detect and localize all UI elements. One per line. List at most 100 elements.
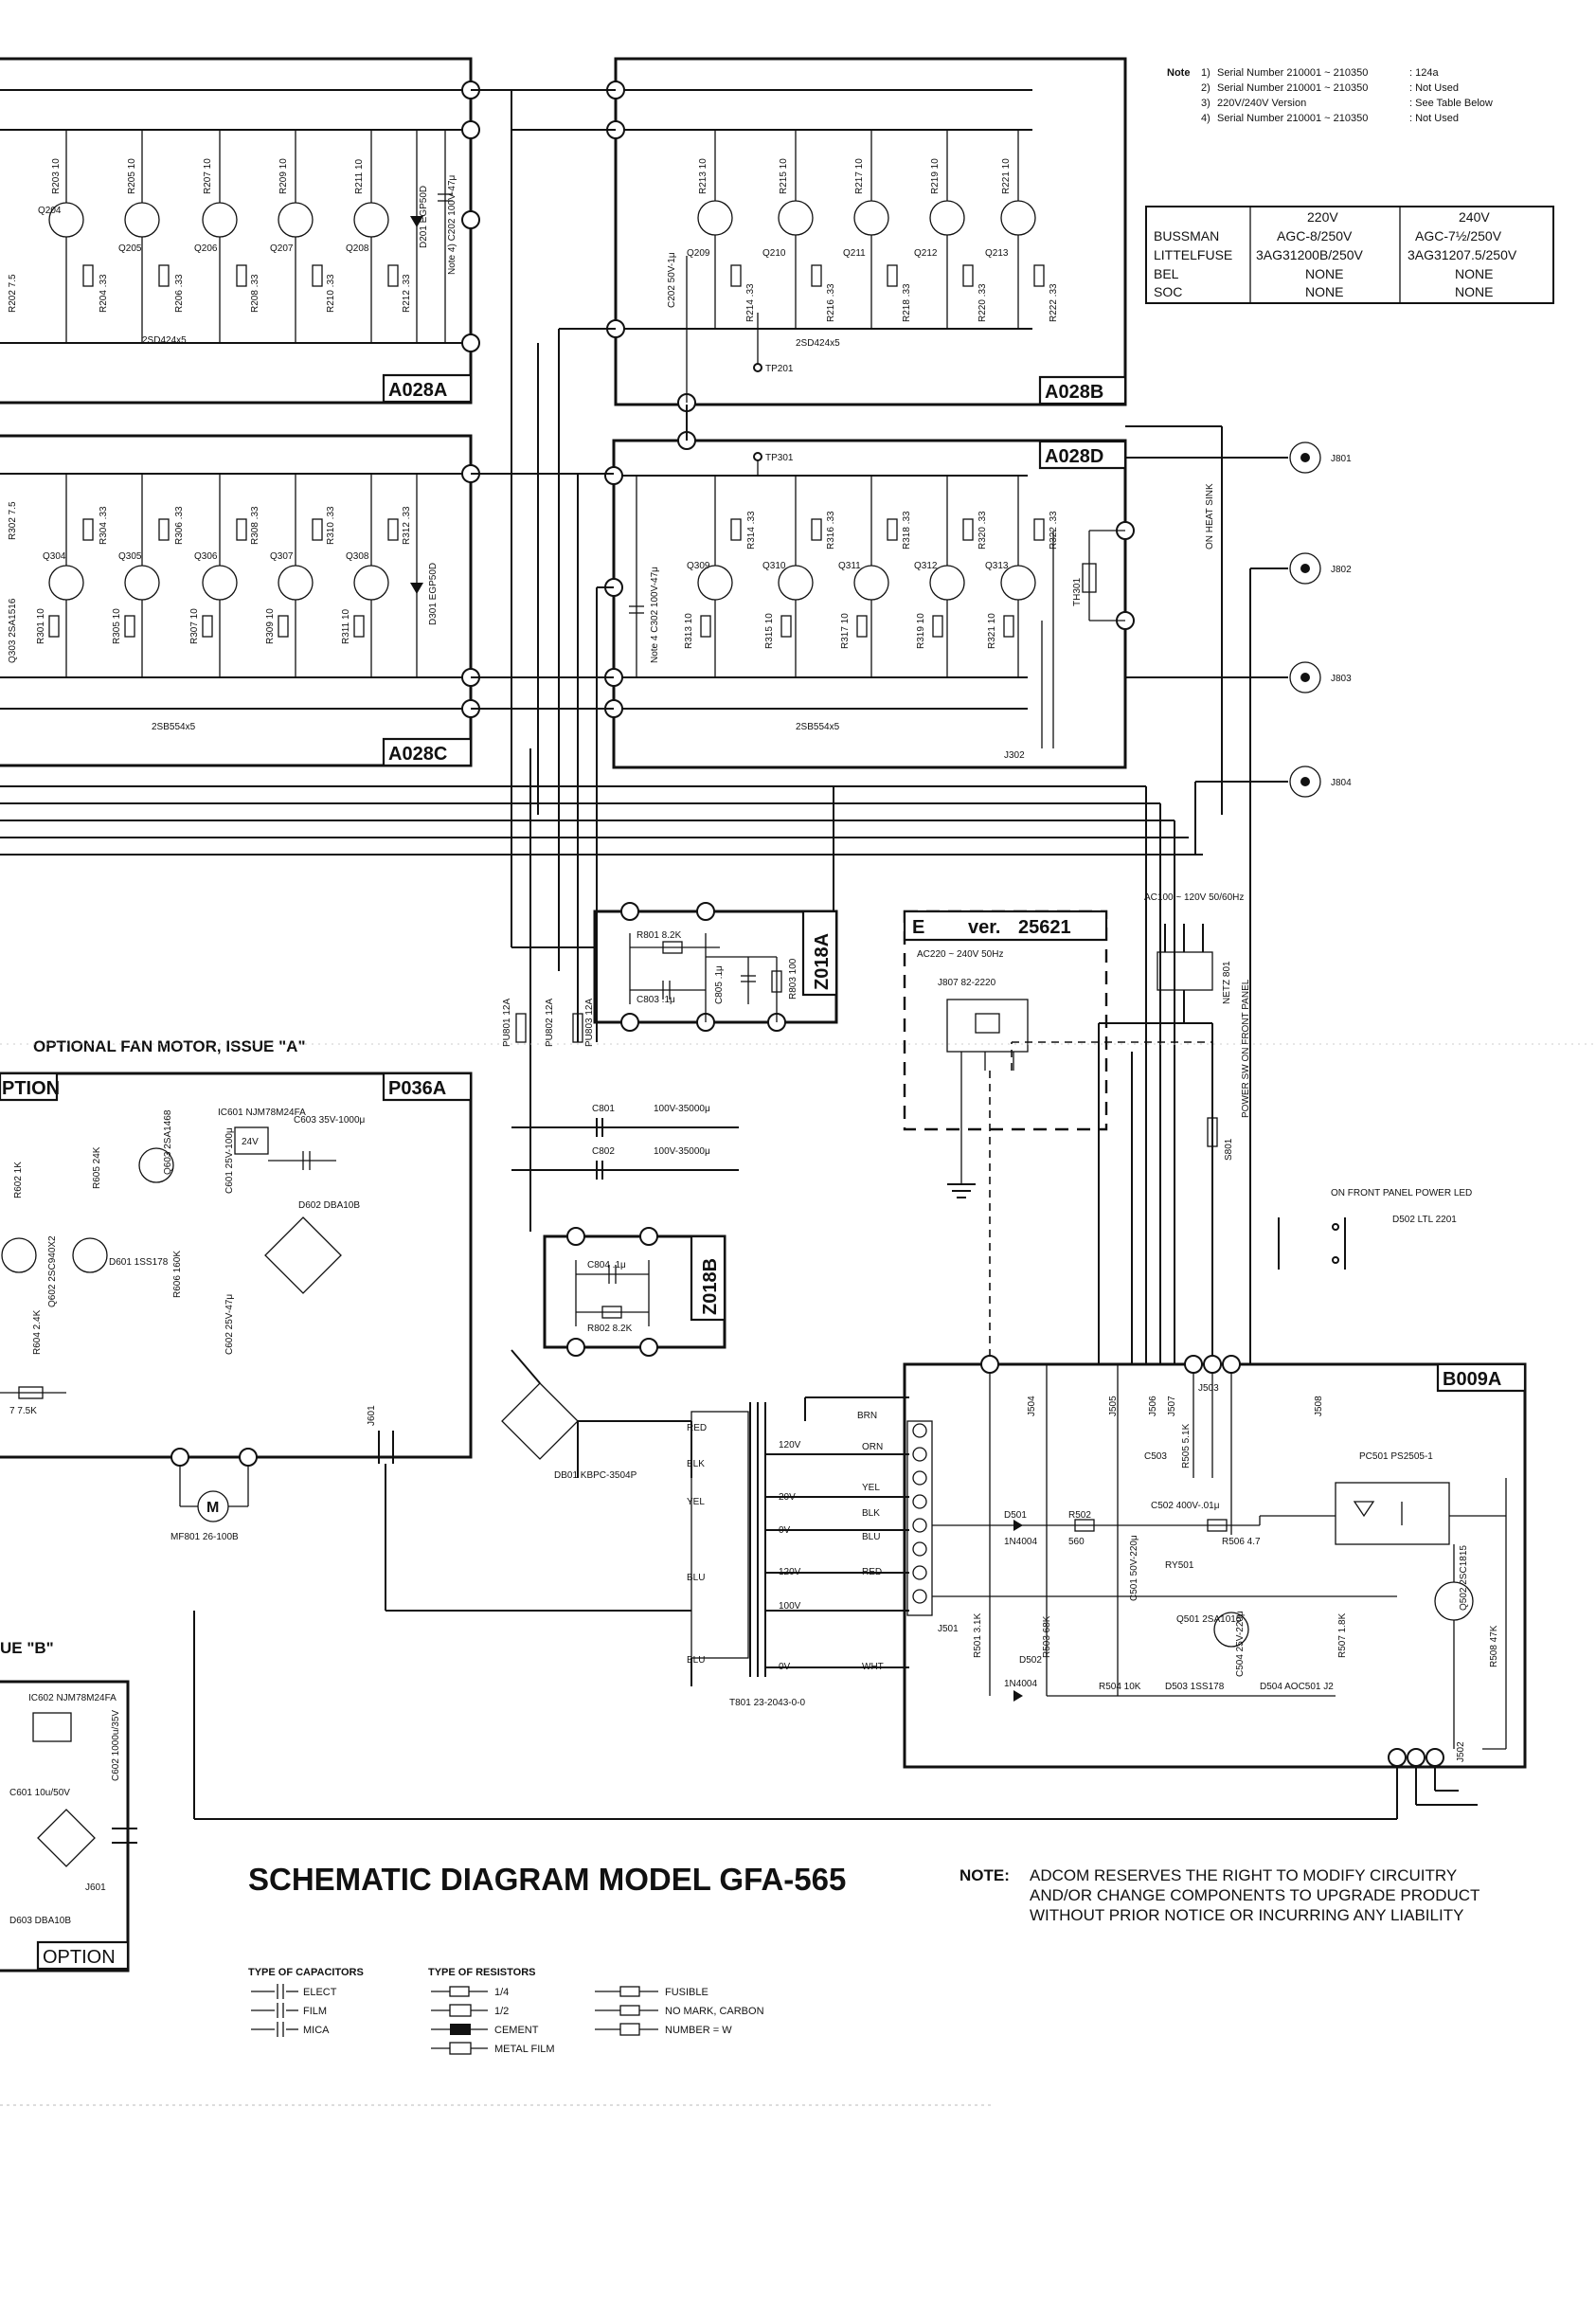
label: 560 xyxy=(1068,1537,1085,1547)
note-value: : 124a xyxy=(1409,67,1439,79)
label: J505 xyxy=(1108,1396,1119,1416)
label: BLU xyxy=(862,1532,880,1542)
label: D601 1SS178 xyxy=(109,1257,169,1268)
board-label-p036a: P036A xyxy=(388,1078,446,1099)
table-cell: NONE xyxy=(1455,284,1493,299)
label: D602 DBA10B xyxy=(298,1200,360,1211)
label: C805 .1μ xyxy=(714,965,725,1004)
label: R310 .33 xyxy=(326,506,336,545)
label: TP301 xyxy=(765,453,794,463)
label: BRN xyxy=(857,1411,877,1421)
board-a028c: Q304 Q305 Q306 Q307 Q308 Q303 2SA1516 R3… xyxy=(0,434,480,767)
label: R307 10 xyxy=(189,608,200,644)
label: C601 10u/50V xyxy=(9,1788,70,1798)
label: Q307 xyxy=(270,551,294,562)
label: Q313 xyxy=(985,561,1009,571)
label: Q204 xyxy=(38,206,62,216)
label: POWER SW ON FRONT PANEL xyxy=(1241,979,1251,1118)
table-cell: LITTELFUSE xyxy=(1154,247,1232,262)
table-header: 220V xyxy=(1307,209,1338,225)
label: BLK xyxy=(687,1459,705,1469)
note-text: Serial Number 210001 ~ 210350 xyxy=(1217,113,1368,124)
label: J506 xyxy=(1148,1396,1158,1416)
fan-motor-symbol: M xyxy=(206,1500,219,1516)
legend-item: NO MARK, CARBON xyxy=(665,2006,764,2017)
note-label: NOTE: xyxy=(959,1866,1010,1884)
jack-label: J802 xyxy=(1331,565,1352,575)
label: PC501 PS2505-1 xyxy=(1359,1451,1433,1462)
label: Q211 xyxy=(843,248,866,259)
label: R304 .33 xyxy=(99,506,109,545)
note-value: : Not Used xyxy=(1409,82,1459,94)
table-cell: NONE xyxy=(1305,266,1343,281)
issue-b-title: UE "B" xyxy=(0,1639,54,1657)
notes-heading: Note xyxy=(1167,67,1190,79)
label: R210 .33 xyxy=(326,274,336,313)
label: R208 .33 xyxy=(250,274,260,313)
board-z018a: R801 8.2K C803 .1μ C805 .1μ R803 100 Z01… xyxy=(593,902,838,1032)
transistor-row-a028a xyxy=(48,130,453,343)
label: R508 47K xyxy=(1489,1625,1499,1667)
fan-title: OPTIONAL FAN MOTOR, ISSUE "A" xyxy=(33,1037,306,1055)
label: J503 xyxy=(1198,1383,1219,1394)
label: Q209 xyxy=(687,248,710,259)
label: R205 10 xyxy=(127,158,137,194)
label: R316 .33 xyxy=(826,511,836,549)
label: R801 8.2K xyxy=(637,930,682,941)
label: Q207 xyxy=(270,243,294,254)
label: RY501 xyxy=(1165,1560,1194,1571)
label: C602 1000u/35V xyxy=(111,1710,121,1781)
ac-label: AC100 ~ 120V 50/60Hz xyxy=(1144,892,1244,903)
label: Q502 2SC1815 xyxy=(1459,1545,1469,1611)
label: D301 EGP50D xyxy=(428,563,439,625)
fuse-table: 220V 240V BUSSMAN AGC-8/250V AGC-7½/250V… xyxy=(1145,206,1554,304)
label: R216 .33 xyxy=(826,283,836,322)
label: PU802 12A xyxy=(545,999,555,1047)
label: 2SB554x5 xyxy=(796,722,840,732)
label: C803 .1μ xyxy=(637,995,675,1005)
version-letter: E xyxy=(912,917,924,938)
label: R317 10 xyxy=(840,613,851,649)
label: J601 xyxy=(85,1883,106,1893)
table-header: 240V xyxy=(1459,209,1490,225)
label: Q206 xyxy=(194,243,218,254)
label: R504 10K xyxy=(1099,1682,1141,1692)
label: D201 EGP50D xyxy=(419,186,429,248)
label: Q212 xyxy=(914,248,938,259)
note-line: WITHOUT PRIOR NOTICE OR INCURRING ANY LI… xyxy=(1030,1906,1463,1924)
table-cell: AGC-8/250V xyxy=(1277,228,1353,243)
label: IC601 NJM78M24FA xyxy=(218,1108,306,1118)
label: RED xyxy=(687,1423,707,1433)
label: PU803 12A xyxy=(584,999,595,1047)
label: J504 xyxy=(1027,1396,1037,1416)
legend-item: 1/2 xyxy=(494,2006,509,2017)
table-cell: 3AG31200B/250V xyxy=(1256,247,1364,262)
board-label-z018b: Z018B xyxy=(700,1258,721,1315)
legend-cap-title: TYPE OF CAPACITORS xyxy=(248,1967,364,1978)
label: R202 7.5 xyxy=(8,274,18,313)
label: Q308 xyxy=(346,551,369,562)
label: R211 10 xyxy=(354,158,365,194)
legend-item: FUSIBLE xyxy=(665,1987,708,1998)
label: J507 xyxy=(1167,1396,1177,1416)
label: R606 160K xyxy=(172,1251,183,1298)
label: R204 .33 xyxy=(99,274,109,313)
label: R302 7.5 xyxy=(8,501,18,540)
label: R214 .33 xyxy=(745,283,756,322)
label: Q213 xyxy=(985,248,1009,259)
label: 100V-35000μ xyxy=(654,1146,710,1157)
label: R803 100 xyxy=(788,958,798,1000)
label: R313 10 xyxy=(684,613,694,649)
bottom-wires xyxy=(193,1611,1478,1820)
label: R221 10 xyxy=(1001,158,1012,194)
board-label-a028c: A028C xyxy=(388,744,447,765)
label: D502 xyxy=(1019,1655,1042,1666)
label: C602 25V-47μ xyxy=(224,1294,235,1355)
label: Q304 xyxy=(43,551,66,562)
legend-item: MICA xyxy=(303,2025,330,2036)
label: R321 10 xyxy=(987,613,997,649)
issue-b-board: UE "B" IC602 NJM78M24FA C601 10u/50V C60… xyxy=(0,1639,137,1973)
label: 2SD424x5 xyxy=(142,335,187,346)
label: R217 10 xyxy=(854,158,865,194)
